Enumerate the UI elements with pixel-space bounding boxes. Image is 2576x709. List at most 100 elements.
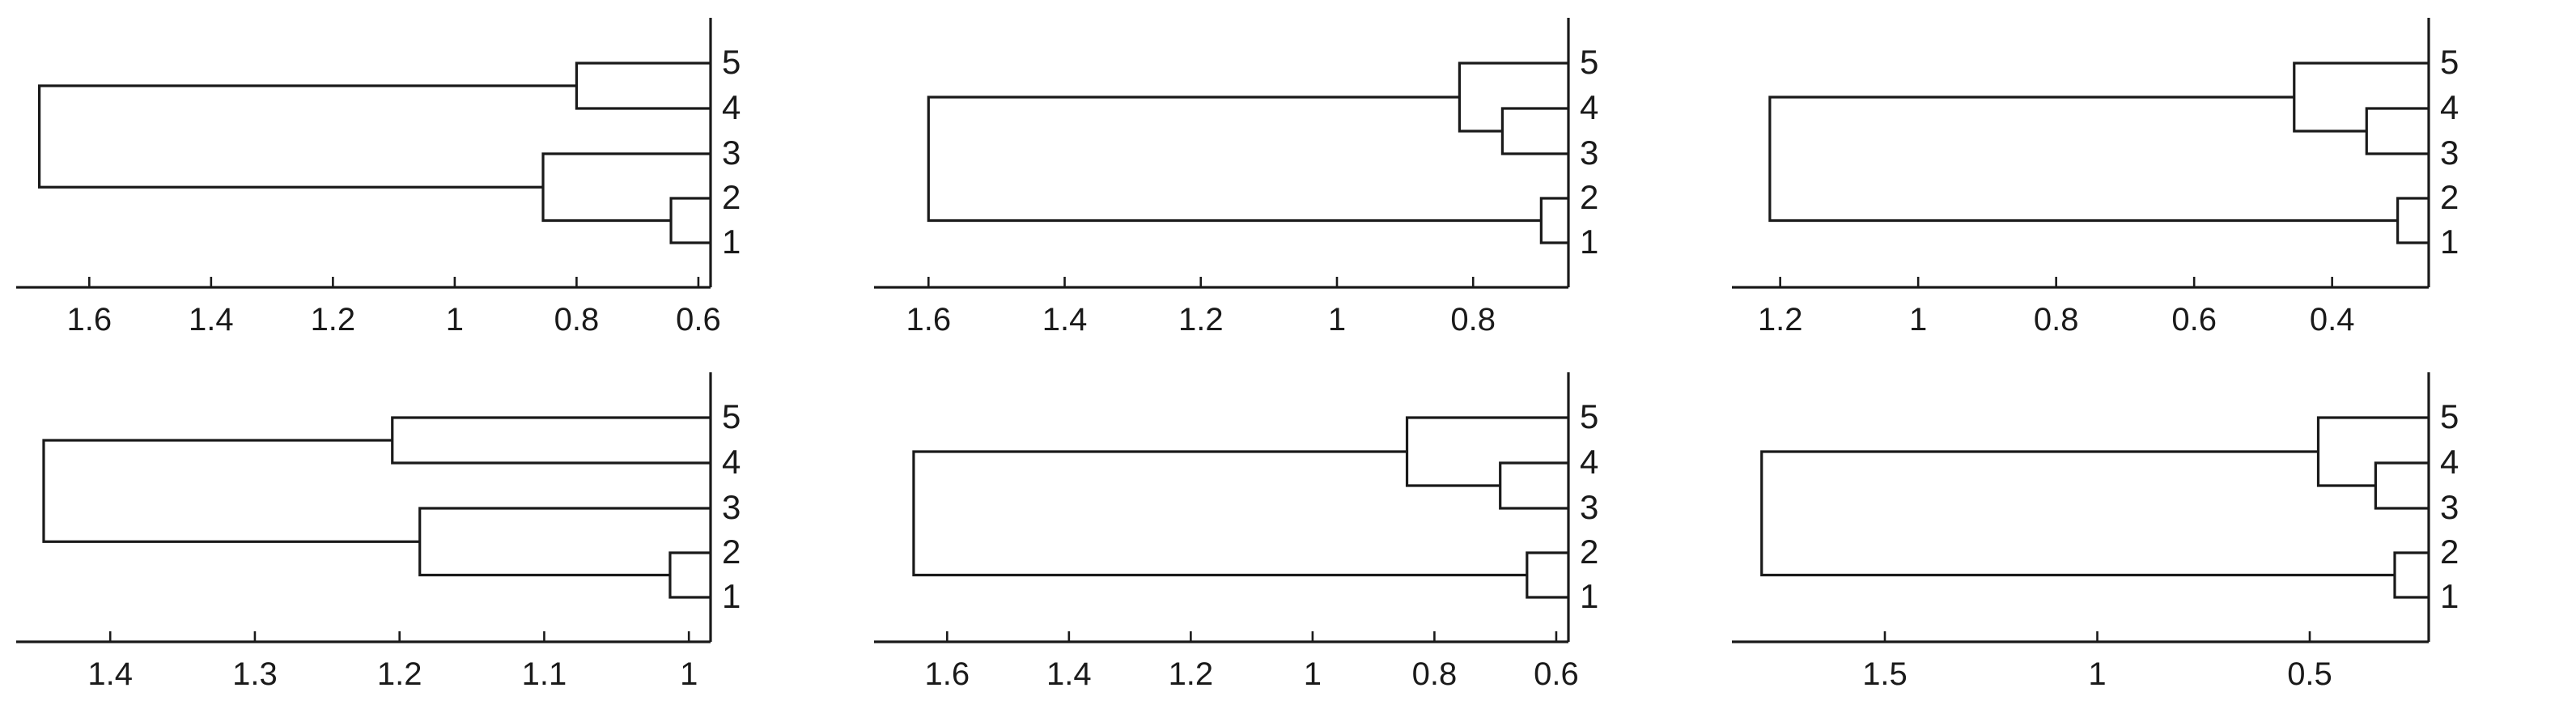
x-axis-tick-label: 1.6 (67, 302, 112, 338)
leaf-label-2: 2 (2440, 178, 2459, 216)
x-axis-tick-label: 1.4 (1046, 656, 1092, 692)
leaf-label-3: 3 (2440, 134, 2459, 172)
x-axis-tick-label: 1.3 (232, 656, 278, 692)
leaf-label-4: 4 (2440, 443, 2459, 481)
dendrogram-link (1539, 197, 1568, 244)
dendrogram-link (1405, 416, 1568, 487)
dendrogram-link (1499, 461, 1568, 510)
leaf-label-4: 4 (722, 443, 741, 481)
dendrogram-tree (1768, 62, 2429, 244)
leaf-label-5: 5 (722, 397, 741, 435)
x-axis-tick-label: 0.8 (1412, 656, 1458, 692)
dendrogram-link (2393, 551, 2429, 599)
dendrogram-link (1768, 96, 2398, 223)
x-axis-tick-label: 1.6 (925, 656, 970, 692)
leaf-label-3: 3 (722, 488, 741, 526)
leaf-label-3: 3 (1580, 488, 1598, 526)
x-axis-tick-label: 1.2 (1169, 656, 1214, 692)
x-axis-tick-label: 1 (680, 656, 698, 692)
dendrogram-panel-6: 1.5 1 0.5 5 4 3 2 1 (1716, 354, 2576, 709)
leaf-label-5: 5 (722, 43, 741, 81)
leaf-label-1: 1 (722, 223, 741, 261)
dendrogram-tree (42, 416, 711, 599)
leaf-label-3: 3 (722, 134, 741, 172)
leaf-label-5: 5 (2440, 397, 2459, 435)
dendrogram-tree (1760, 416, 2429, 599)
x-axis-tick-label: 1.4 (1042, 302, 1088, 338)
dendrogram-link (541, 152, 711, 223)
dendrogram-panel-3: 1.2 1 0.8 0.6 0.4 5 4 3 2 1 (1716, 0, 2576, 354)
dendrogram-link (912, 450, 1527, 577)
x-axis-tick-label: 1.5 (1862, 656, 1908, 692)
dendrogram-link (1500, 107, 1568, 155)
leaf-label-5: 5 (2440, 43, 2459, 81)
x-axis: 1.5 1 0.5 (1732, 372, 2430, 692)
x-axis-tick-label: 1.4 (87, 656, 133, 692)
dendrogram-link (927, 96, 1542, 223)
x-axis-tick-label: 1.2 (1758, 302, 1803, 338)
leaf-labels: 5 4 3 2 1 (2440, 43, 2459, 261)
x-axis-tick-label: 1.6 (906, 302, 951, 338)
x-axis-tick-label: 0.8 (554, 302, 600, 338)
x-axis-tick-label: 1 (2088, 656, 2106, 692)
x-axis-tick-label: 1 (1328, 302, 1346, 338)
leaf-label-2: 2 (722, 533, 741, 571)
x-axis-tick-label: 1.2 (377, 656, 422, 692)
dendrogram-link (1458, 62, 1568, 133)
x-axis-tick-label: 0.6 (676, 302, 721, 338)
dendrogram-link (42, 439, 420, 543)
dendrogram-link (1526, 551, 1568, 599)
leaf-label-4: 4 (722, 88, 741, 126)
x-axis-tick-label: 0.8 (2034, 302, 2079, 338)
dendrogram-panel-4: 1.4 1.3 1.2 1.1 1 5 4 3 2 1 (0, 354, 858, 709)
leaf-label-4: 4 (2440, 88, 2459, 126)
dendrogram-tree (912, 416, 1568, 599)
x-axis: 1.6 1.4 1.2 1 0.8 0.6 (16, 18, 721, 338)
dendrogram-link (2374, 461, 2429, 510)
leaf-label-4: 4 (1580, 88, 1598, 126)
dendrogram-link (2293, 62, 2429, 133)
leaf-label-1: 1 (2440, 577, 2459, 615)
x-axis-tick-label: 0.5 (2287, 656, 2332, 692)
dendrogram-link (2365, 107, 2429, 155)
leaf-label-4: 4 (1580, 443, 1598, 481)
x-axis-tick-label: 0.6 (2171, 302, 2217, 338)
dendrogram-tree (38, 62, 711, 244)
leaf-label-2: 2 (1580, 533, 1598, 571)
dendrogram-link (418, 507, 711, 577)
x-axis-tick-label: 1.1 (522, 656, 567, 692)
leaf-label-2: 2 (1580, 178, 1598, 216)
dendrogram-link (669, 197, 711, 244)
x-axis-tick-label: 1.4 (189, 302, 234, 338)
x-axis-tick-label: 1 (446, 302, 464, 338)
x-axis-tick-label: 1.2 (1178, 302, 1224, 338)
leaf-label-1: 1 (2440, 223, 2459, 261)
dendrogram-link (1760, 450, 2395, 577)
dendrogram-link (391, 416, 711, 465)
leaf-label-2: 2 (2440, 533, 2459, 571)
x-axis-tick-label: 1.2 (311, 302, 356, 338)
dendrogram-link (38, 84, 577, 189)
x-axis-tick-label: 0.4 (2310, 302, 2355, 338)
x-axis-tick-label: 1 (1909, 302, 1927, 338)
dendrogram-tree (927, 62, 1568, 244)
dendrogram-link (668, 551, 711, 599)
dendrogram-link (2316, 416, 2429, 487)
leaf-labels: 5 4 3 2 1 (722, 397, 741, 615)
leaf-label-3: 3 (2440, 488, 2459, 526)
leaf-label-1: 1 (722, 577, 741, 615)
x-axis-tick-label: 0.8 (1450, 302, 1496, 338)
x-axis-tick-label: 1 (1304, 656, 1322, 692)
leaf-label-3: 3 (1580, 134, 1598, 172)
x-axis: 1.4 1.3 1.2 1.1 1 (16, 372, 712, 692)
leaf-label-1: 1 (1580, 577, 1598, 615)
dendrogram-link (2396, 197, 2429, 244)
